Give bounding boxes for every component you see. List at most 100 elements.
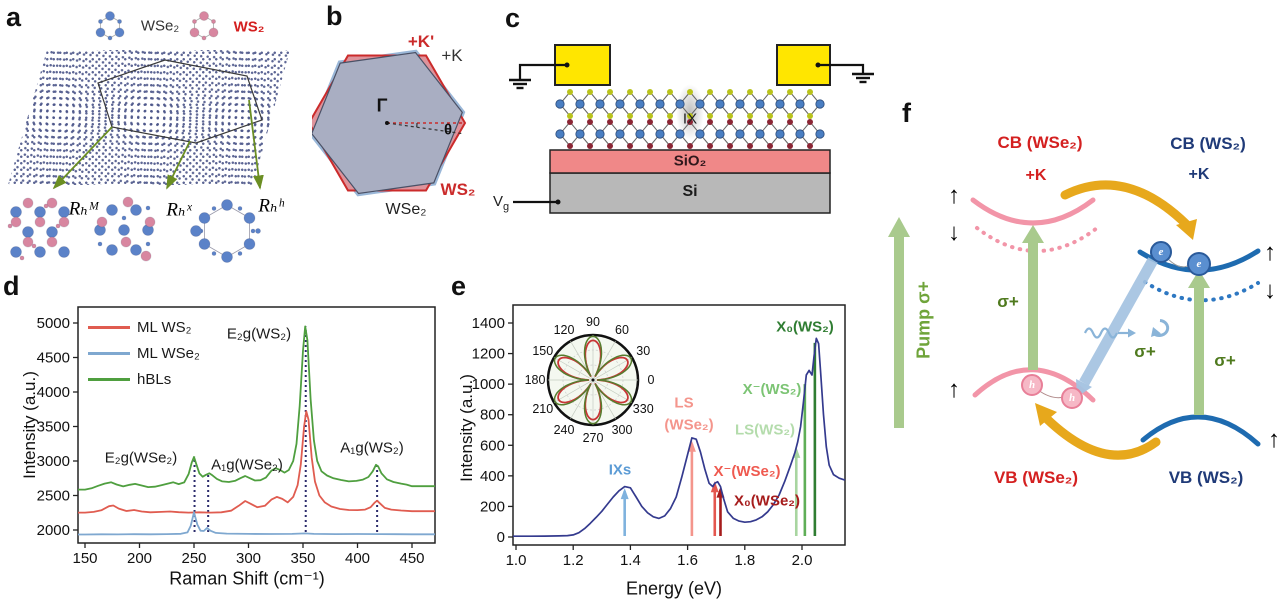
raman-legend: ML WS₂ ML WSe₂ hBLs (88, 314, 200, 392)
vb-wse2-label: VB (WSe₂) (993, 468, 1079, 487)
panel-d-letter: d (3, 271, 20, 301)
gate-voltage-label: Vg (493, 193, 509, 213)
legend-label-ml-ws2: ML WS₂ (137, 318, 192, 336)
polar-rose-green (553, 335, 633, 425)
panel-e-letter: e (451, 271, 467, 301)
si-substrate (549, 172, 831, 214)
sigma-arrow-ws2 (1188, 270, 1210, 415)
ws2-bz-label: WS₂ (440, 180, 476, 199)
spin-down-arrow-left-cb: ↓ (948, 219, 960, 246)
pl-plot-frame (512, 304, 846, 546)
sigma-plus-right-label: σ+ (1214, 351, 1236, 370)
panel-c-device-schematic: c IX SiO₂ Si Vg (490, 0, 882, 225)
pl-peak-label: X⁻(WSe₂) (713, 463, 781, 480)
pl-y-tick-label: 1000 (472, 376, 505, 393)
pl-x-tick-label: 1.4 (620, 552, 641, 569)
cb-wse2-label: CB (WSe₂) (997, 133, 1083, 152)
cb-ws2-label: CB (WS₂) (1170, 134, 1246, 153)
raman-y-tick-label: 3000 (37, 453, 70, 470)
wse2-legend-label: WSe₂ (140, 17, 180, 35)
panel-b-graphics (312, 49, 467, 197)
polar-grid-circle (562, 349, 624, 411)
legend-label-ml-wse2: ML WSe₂ (137, 344, 200, 362)
polar-grid-circle (577, 364, 609, 396)
pl-y-tick-label: 800 (480, 407, 505, 424)
polar-angle-label: 270 (583, 431, 604, 445)
legend-label-hbls: hBLs (137, 370, 172, 388)
circular-polarization-icon (1154, 319, 1170, 337)
raman-peak-label: A₁g(WSe₂) (211, 456, 283, 474)
pl-peak-label: IXs (608, 461, 632, 479)
raman-curve-1 (78, 511, 435, 536)
k-valley-wse2-label: +K (1025, 167, 1047, 184)
polar-angle-label: 0 (648, 373, 655, 387)
ix-recombination-arrow (1079, 257, 1158, 386)
raman-curve-0 (78, 410, 435, 514)
sio2-layer-label: SiO₂ (673, 152, 707, 170)
pl-x-tick-label: 2.0 (792, 552, 813, 569)
polar-angle-label: 180 (525, 373, 546, 387)
left-ground-symbol (509, 78, 531, 90)
raman-y-tick-label: 3500 (37, 419, 70, 436)
legend-entry-hbls: hBLs (88, 366, 200, 392)
legend-line-ml-ws2 (88, 325, 130, 329)
sigma-arrow-wse2 (1022, 225, 1044, 370)
raman-y-tick-label: 4500 (37, 350, 70, 367)
pl-x-axis-title: Energy (eV) (625, 578, 723, 599)
raman-peak-label: E₂g(WS₂) (226, 325, 292, 343)
sio2-layer (549, 149, 831, 174)
panel-a-graphics (7, 11, 264, 263)
panel-b-brillouin-zones: b +K' +K Γ θ WS₂ WSe₂ (312, 0, 480, 230)
pl-y-tick-label: 1200 (472, 346, 505, 363)
vb-ws2-band (1140, 414, 1261, 447)
raman-x-tick-label: 150 (72, 550, 97, 567)
polar-angle-label: 30 (636, 344, 650, 358)
panel-a-moire-lattice: a WSe₂ WS₂ Rₕᴹ Rₕˣ Rₕʰ (0, 0, 305, 268)
gate-contact-dot (555, 199, 561, 205)
raman-y-axis-title: Intensity (a.u.) (20, 371, 39, 479)
raman-x-tick-label: 450 (399, 550, 424, 567)
theta-label: θ (443, 121, 453, 139)
pl-marker-arrowhead-2 (710, 481, 719, 493)
registry-arrow-0 (52, 126, 113, 190)
vb-ws2-label: VB (WS₂) (1168, 468, 1244, 487)
registry-label-RhM: Rₕᴹ (68, 198, 100, 220)
raman-y-tick-label: 2000 (37, 522, 70, 539)
polar-rose-red (557, 339, 629, 421)
tmd-monolayer (555, 119, 825, 149)
panel-b-letter: b (326, 1, 343, 31)
polar-angle-label: 240 (554, 423, 575, 437)
pl-y-axis-title: Intensity (a.u.) (457, 374, 476, 482)
photon-arrowhead (1128, 328, 1136, 338)
registry-cluster-Rhh (190, 199, 261, 263)
legend-line-hbls (88, 377, 130, 381)
right-ground-symbol (852, 72, 874, 84)
pl-x-tick-label: 1.6 (677, 552, 698, 569)
pl-y-tick-label: 400 (480, 468, 505, 485)
k-prime-label: +K' (407, 32, 435, 51)
registry-cluster-RhX (94, 196, 156, 262)
pl-peak-label-line2: (WSe₂) (664, 416, 714, 434)
pl-peak-label: LS (674, 394, 694, 412)
hole-transfer-arrowhead (1035, 403, 1057, 426)
raman-peak-label: A₁g(WS₂) (340, 439, 404, 457)
raman-x-tick-label: 200 (127, 550, 152, 567)
pl-y-tick-label: 600 (480, 437, 505, 454)
raman-y-tick-label: 2500 (37, 488, 70, 505)
spin-down-arrow-right-cb: ↓ (1264, 277, 1276, 304)
dashed-line-wse2-K (386, 122, 464, 135)
pl-marker-arrowhead-0 (620, 488, 629, 500)
wse2-molecule-icon (95, 11, 125, 41)
polar-angle-label: 330 (633, 402, 654, 416)
polar-angle-label: 150 (532, 344, 553, 358)
pl-y-tick-label: 200 (480, 498, 505, 515)
sigma-plus-left-label: σ+ (997, 292, 1019, 311)
polar-center-dot (591, 378, 595, 382)
raman-y-tick-label: 4000 (37, 384, 70, 401)
panel-c-letter: c (505, 3, 521, 33)
